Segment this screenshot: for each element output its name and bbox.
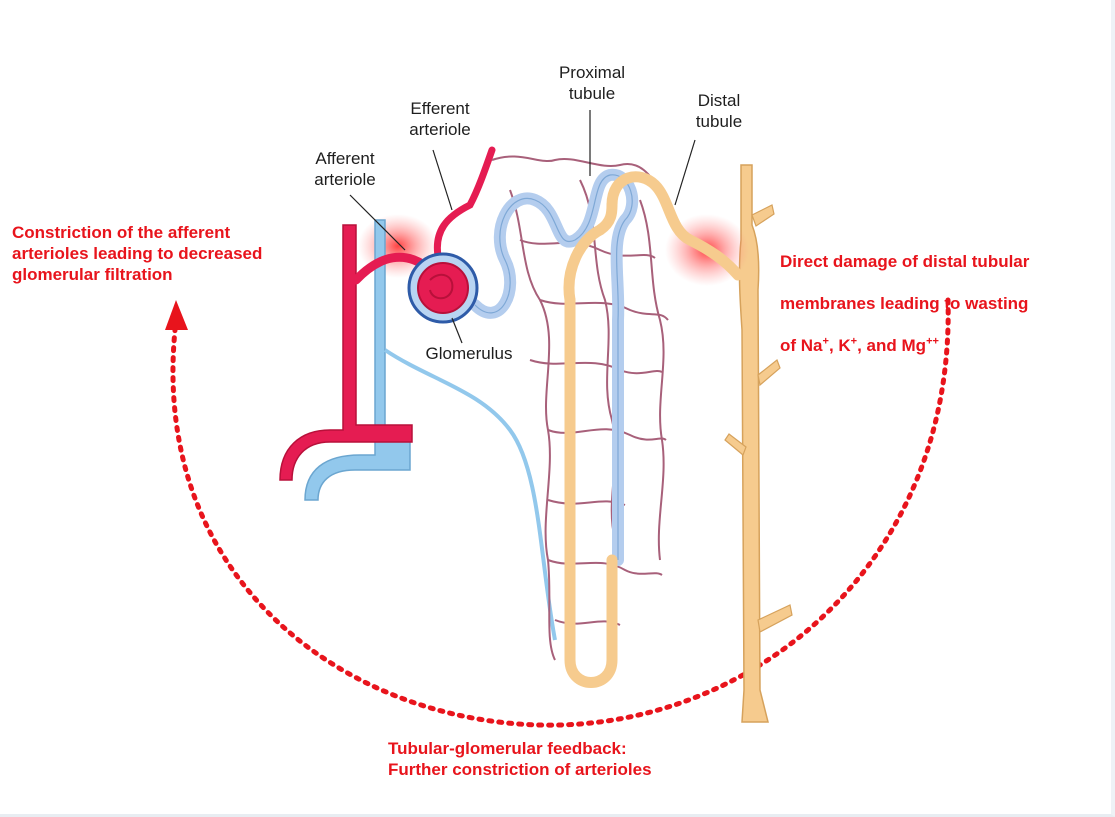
feedback-arrowhead: [165, 300, 188, 330]
annotation-distal-line1: Direct damage of distal tubular: [780, 252, 1030, 271]
leader-lines: [349, 110, 696, 344]
k-text: , K: [828, 336, 851, 355]
label-glomerulus: Glomerulus: [425, 344, 513, 363]
glomerulus-capsule: [407, 252, 479, 324]
na-charge: +: [822, 335, 829, 348]
label-distal-tubule: Distal tubule: [695, 91, 743, 131]
loop-and-distal-tubule: [563, 171, 744, 688]
label-afferent-arteriole: Afferent arteriole: [314, 149, 376, 189]
annotation-distal-damage: Direct damage of distal tubular membrane…: [780, 230, 1100, 377]
annotation-distal-line2: membranes leading to wasting: [780, 294, 1029, 313]
label-efferent-arteriole: Efferent arteriole: [409, 99, 471, 139]
mg-charge: ++: [926, 335, 939, 348]
mg-text: , and Mg: [857, 336, 927, 355]
na-text: of Na: [780, 336, 823, 355]
feedback-arc: [170, 297, 951, 728]
k-charge: +: [850, 335, 858, 348]
annotation-afferent-constriction: Constriction of the afferent arterioles …: [12, 223, 263, 284]
annotation-feedback: Tubular-glomerular feedback: Further con…: [388, 739, 652, 779]
annotation-distal-line3: of Na+, K+, and Mg++: [780, 335, 1100, 356]
label-proximal-tubule: Proximal tubule: [558, 63, 626, 103]
